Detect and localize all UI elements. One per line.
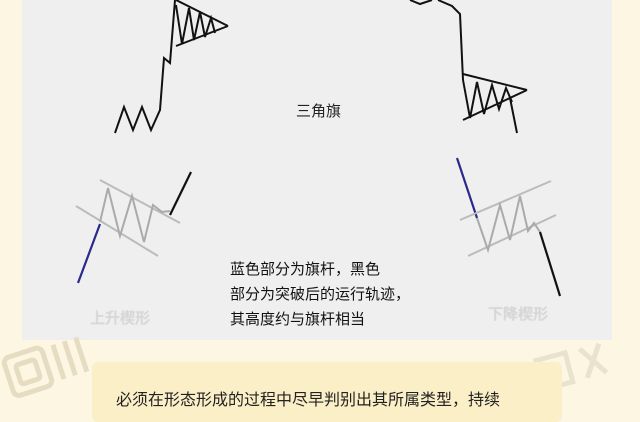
rising-wedge-breakout — [169, 171, 192, 216]
rising-wedge-price-zigzag — [99, 187, 171, 243]
flagpole-explanation: 蓝色部分为旗杆，黑色 部分为突破后的运行轨迹， 其高度约与旗杆相当 — [230, 257, 410, 332]
falling-wedge-upper-channel — [459, 180, 552, 221]
rising-wedge-lower-channel — [75, 205, 159, 257]
pennant-title: 三角旗 — [296, 102, 342, 120]
rising-wedge-upper-channel — [99, 179, 181, 224]
rising-wedge-label: 上升楔形 — [90, 309, 151, 327]
watermark-logo-icon — [1, 336, 90, 398]
note-line-2: 部分为突破后的运行轨迹， — [230, 285, 411, 303]
pennant-right-lower-boundary — [462, 89, 528, 121]
pennant-left-lower-boundary — [175, 25, 229, 47]
rising-wedge-flagpole — [76, 223, 102, 284]
pennant-right-price-path — [437, 0, 464, 81]
pennant-left-upper-boundary — [175, 0, 229, 27]
summary-text: 必须在形态形成的过程中尽早判别出其所属类型，持续 — [116, 390, 501, 409]
note-line-3: 其高度约与旗杆相当 — [230, 310, 366, 328]
falling-wedge-breakout — [538, 231, 562, 297]
pennant-right-breakout — [509, 97, 518, 134]
pennant-left-price-path — [114, 0, 176, 134]
diagram-panel — [22, 0, 612, 340]
note-line-1: 蓝色部分为旗杆，黑色 — [230, 260, 381, 278]
pennant-right-upper-boundary — [462, 73, 528, 91]
pennant-left-zigzag — [175, 4, 216, 45]
falling-wedge-flagpole — [455, 157, 479, 219]
pennant-right-zigzag — [462, 79, 513, 119]
falling-wedge-label: 下降楔形 — [488, 305, 549, 323]
chart-pattern-diagram — [75, 0, 562, 297]
falling-wedge-price-zigzag — [476, 195, 541, 254]
pennant-right-price-path-top — [409, 0, 433, 6]
